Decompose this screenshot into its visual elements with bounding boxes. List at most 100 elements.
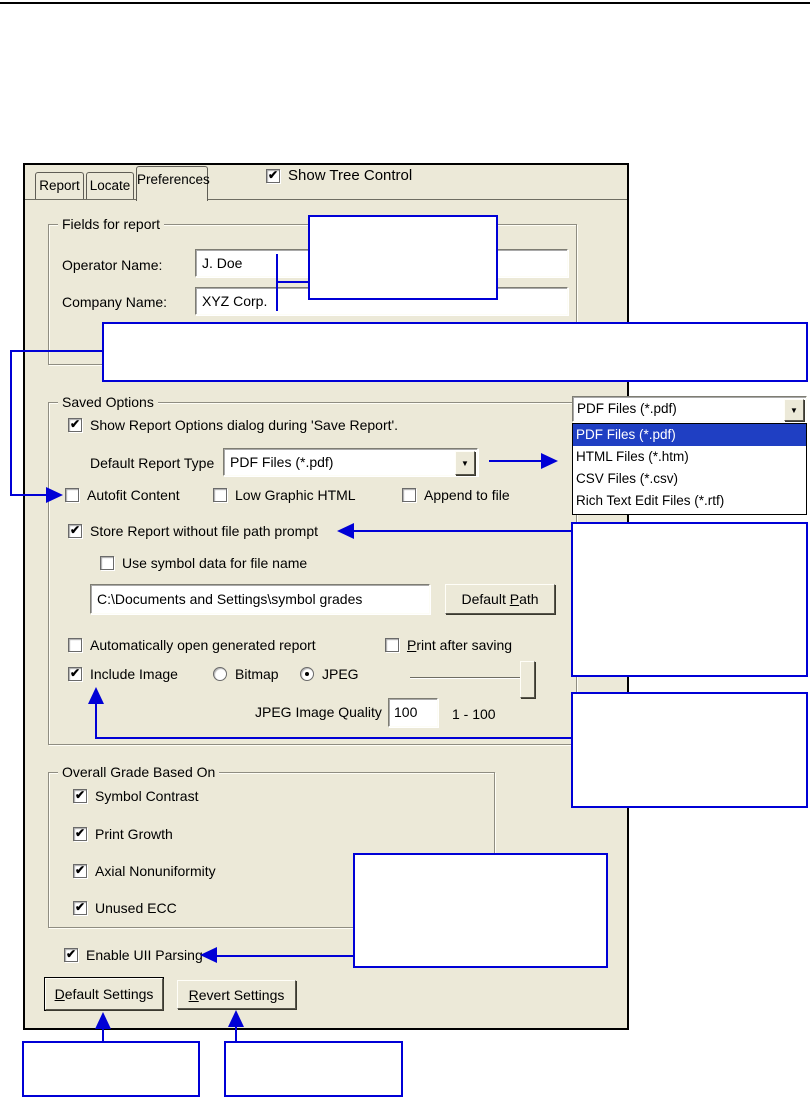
autofit-arrow-line bbox=[10, 494, 46, 496]
callout-wide bbox=[102, 322, 808, 382]
use-symbol-data-checkbox[interactable] bbox=[100, 556, 114, 570]
include-image-line-v bbox=[95, 702, 97, 739]
file-path-field[interactable]: C:\Documents and Settings\symbol grades bbox=[90, 584, 430, 614]
wide-callout-line-h bbox=[10, 350, 102, 352]
figure-top-border bbox=[0, 2, 810, 4]
tab-locate-label: Locate bbox=[89, 178, 131, 193]
list-item-rtf[interactable]: Rich Text Edit Files (*.rtf) bbox=[576, 493, 725, 508]
tab-report[interactable]: Report bbox=[35, 172, 84, 199]
check-icon: ✔ bbox=[75, 863, 86, 877]
fields-bracket-horizontal bbox=[278, 281, 308, 283]
show-tree-control-checkbox[interactable]: ✔ bbox=[266, 168, 280, 183]
check-icon: ✔ bbox=[75, 826, 86, 840]
include-image-arrowhead-icon bbox=[88, 687, 104, 704]
default-settings-arrowhead-icon bbox=[95, 1012, 111, 1029]
default-report-type-label: Default Report Type bbox=[90, 455, 215, 471]
jpeg-quality-range-label: 1 - 100 bbox=[452, 706, 496, 722]
autofit-arrowhead-icon bbox=[46, 487, 63, 503]
use-symbol-data-label: Use symbol data for file name bbox=[122, 555, 308, 571]
revert-settings-button-label: Revert Settings bbox=[188, 986, 285, 1003]
store-report-checkbox[interactable]: ✔ bbox=[68, 523, 82, 538]
include-image-label: Include Image bbox=[90, 666, 178, 682]
report-type-arrow-line bbox=[489, 460, 542, 462]
auto-open-report-checkbox[interactable] bbox=[68, 638, 82, 652]
list-item-html[interactable]: HTML Files (*.htm) bbox=[576, 449, 689, 464]
autofit-content-checkbox[interactable] bbox=[65, 488, 79, 502]
show-tree-control-label: Show Tree Control bbox=[288, 167, 413, 184]
show-report-options-checkbox[interactable]: ✔ bbox=[68, 417, 82, 432]
jpeg-radio[interactable] bbox=[300, 667, 314, 681]
list-item-csv[interactable]: CSV Files (*.csv) bbox=[576, 471, 679, 486]
chevron-down-icon: ▼ bbox=[461, 458, 469, 468]
check-icon: ✔ bbox=[75, 900, 86, 914]
fields-bracket-vertical bbox=[276, 254, 278, 311]
check-icon: ✔ bbox=[75, 788, 86, 802]
file-path-value: C:\Documents and Settings\symbol grades bbox=[97, 591, 363, 607]
check-icon: ✔ bbox=[268, 168, 279, 182]
print-after-saving-label: Print after saving bbox=[407, 637, 513, 653]
bitmap-radio[interactable] bbox=[213, 667, 227, 681]
list-item-pdf[interactable]: PDF Files (*.pdf) bbox=[573, 424, 806, 446]
report-type-selected-value: PDF Files (*.pdf) bbox=[577, 401, 677, 416]
print-growth-label: Print Growth bbox=[95, 826, 173, 842]
bitmap-radio-label: Bitmap bbox=[235, 666, 279, 682]
low-graphic-html-label: Low Graphic HTML bbox=[235, 487, 356, 503]
callout-revert-settings bbox=[224, 1041, 403, 1097]
tab-preferences[interactable]: Preferences bbox=[136, 166, 210, 201]
axial-nonuniformity-checkbox[interactable]: ✔ bbox=[73, 863, 87, 878]
report-type-combobox-expanded[interactable]: PDF Files (*.pdf) ▼ bbox=[572, 396, 807, 422]
wide-callout-line-v bbox=[10, 350, 12, 496]
report-type-arrowhead-icon bbox=[541, 453, 558, 469]
jpeg-quality-field[interactable]: 100 bbox=[388, 698, 438, 727]
enable-uii-parsing-checkbox[interactable]: ✔ bbox=[64, 947, 78, 962]
operator-name-label: Operator Name: bbox=[62, 257, 163, 273]
revert-settings-arrow-line bbox=[235, 1025, 237, 1041]
tab-preferences-label: Preferences bbox=[137, 172, 210, 187]
jpeg-quality-slider-handle[interactable] bbox=[520, 661, 535, 698]
combobox-dropdown-button[interactable]: ▼ bbox=[455, 451, 475, 475]
store-report-label: Store Report without file path prompt bbox=[90, 523, 319, 539]
overall-grade-group: Overall Grade Based On bbox=[48, 764, 495, 928]
operator-name-value: J. Doe bbox=[202, 255, 243, 271]
symbol-contrast-label: Symbol Contrast bbox=[95, 788, 199, 804]
include-image-checkbox[interactable]: ✔ bbox=[68, 666, 82, 681]
chevron-down-icon[interactable]: ▼ bbox=[784, 399, 804, 421]
callout-default-settings bbox=[22, 1041, 200, 1097]
company-name-value: XYZ Corp. bbox=[202, 293, 268, 309]
symbol-contrast-checkbox[interactable]: ✔ bbox=[73, 788, 87, 803]
default-path-button[interactable]: Default Path bbox=[445, 584, 555, 614]
tab-pane-border bbox=[25, 199, 627, 200]
enable-uii-parsing-label: Enable UII Parsing bbox=[86, 947, 203, 963]
unused-ecc-checkbox[interactable]: ✔ bbox=[73, 900, 87, 915]
revert-settings-button[interactable]: Revert Settings bbox=[177, 980, 296, 1009]
callout-include-image bbox=[571, 692, 808, 808]
company-name-label: Company Name: bbox=[62, 294, 168, 310]
default-settings-button[interactable]: Default Settings bbox=[44, 977, 164, 1011]
jpeg-quality-value: 100 bbox=[394, 704, 418, 720]
default-settings-arrow-line bbox=[102, 1027, 104, 1041]
callout-fields bbox=[308, 215, 498, 300]
append-to-file-checkbox[interactable] bbox=[402, 488, 416, 502]
callout-store-report bbox=[571, 522, 808, 677]
default-settings-button-label: Default Settings bbox=[54, 986, 154, 1002]
uii-arrow-line bbox=[217, 955, 353, 957]
auto-open-report-label: Automatically open generated report bbox=[90, 637, 316, 653]
print-growth-checkbox[interactable]: ✔ bbox=[73, 826, 87, 841]
tab-report-label: Report bbox=[39, 178, 80, 193]
revert-settings-arrowhead-icon bbox=[228, 1010, 244, 1027]
jpeg-quality-label: JPEG Image Quality bbox=[255, 704, 382, 720]
check-icon: ✔ bbox=[70, 523, 81, 537]
overall-grade-title: Overall Grade Based On bbox=[58, 764, 220, 780]
store-report-arrowhead-icon bbox=[337, 523, 354, 539]
low-graphic-html-checkbox[interactable] bbox=[213, 488, 227, 502]
default-report-type-value: PDF Files (*.pdf) bbox=[230, 454, 334, 470]
tab-locate[interactable]: Locate bbox=[86, 172, 134, 199]
check-icon: ✔ bbox=[66, 947, 77, 961]
default-report-type-combobox[interactable]: PDF Files (*.pdf) ▼ bbox=[223, 448, 478, 476]
include-image-line-h bbox=[95, 737, 571, 739]
store-report-arrow-line bbox=[354, 530, 571, 532]
jpeg-quality-slider-track[interactable] bbox=[410, 677, 522, 679]
callout-uii bbox=[353, 853, 608, 968]
print-after-saving-checkbox[interactable] bbox=[385, 638, 399, 652]
